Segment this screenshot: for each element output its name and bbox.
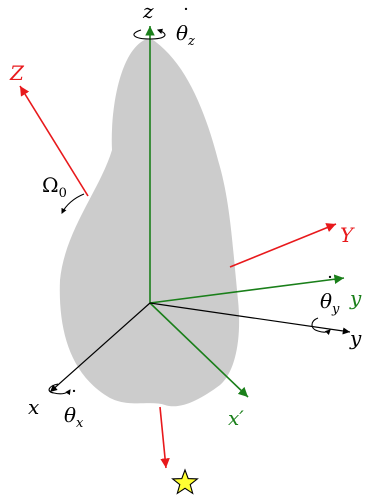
y-black-axis — [149, 302, 351, 335]
x-axis — [49, 302, 151, 393]
label-y-green: y — [349, 286, 362, 310]
label-omega0: Ω0 — [42, 173, 67, 201]
rotation-x-icon — [48, 383, 71, 396]
dot-y: ˙ — [325, 272, 335, 296]
rotation-z-icon — [133, 28, 166, 40]
y-green-axis — [149, 274, 345, 304]
Z-axis — [19, 85, 89, 197]
rotation-omega0-icon — [61, 193, 85, 214]
star-icon — [171, 468, 199, 495]
label-theta-dot-y: θy — [320, 289, 340, 317]
label-x-prime: x′ — [228, 406, 244, 430]
label-Y: Y — [340, 223, 355, 247]
dot-z: ˙ — [181, 4, 191, 28]
label-y-black: y — [349, 326, 362, 350]
down-axis — [159, 406, 170, 469]
label-z: z — [142, 0, 154, 23]
dot-x: ˙ — [69, 386, 79, 410]
Y-axis — [229, 223, 337, 268]
rotation-y-icon — [311, 317, 331, 336]
label-theta-dot-z: θz — [176, 21, 195, 49]
label-Z: Z — [9, 61, 25, 85]
label-x: x — [28, 395, 39, 419]
label-theta-dot-x: θx — [64, 403, 84, 431]
x-prime-axis — [149, 302, 249, 398]
